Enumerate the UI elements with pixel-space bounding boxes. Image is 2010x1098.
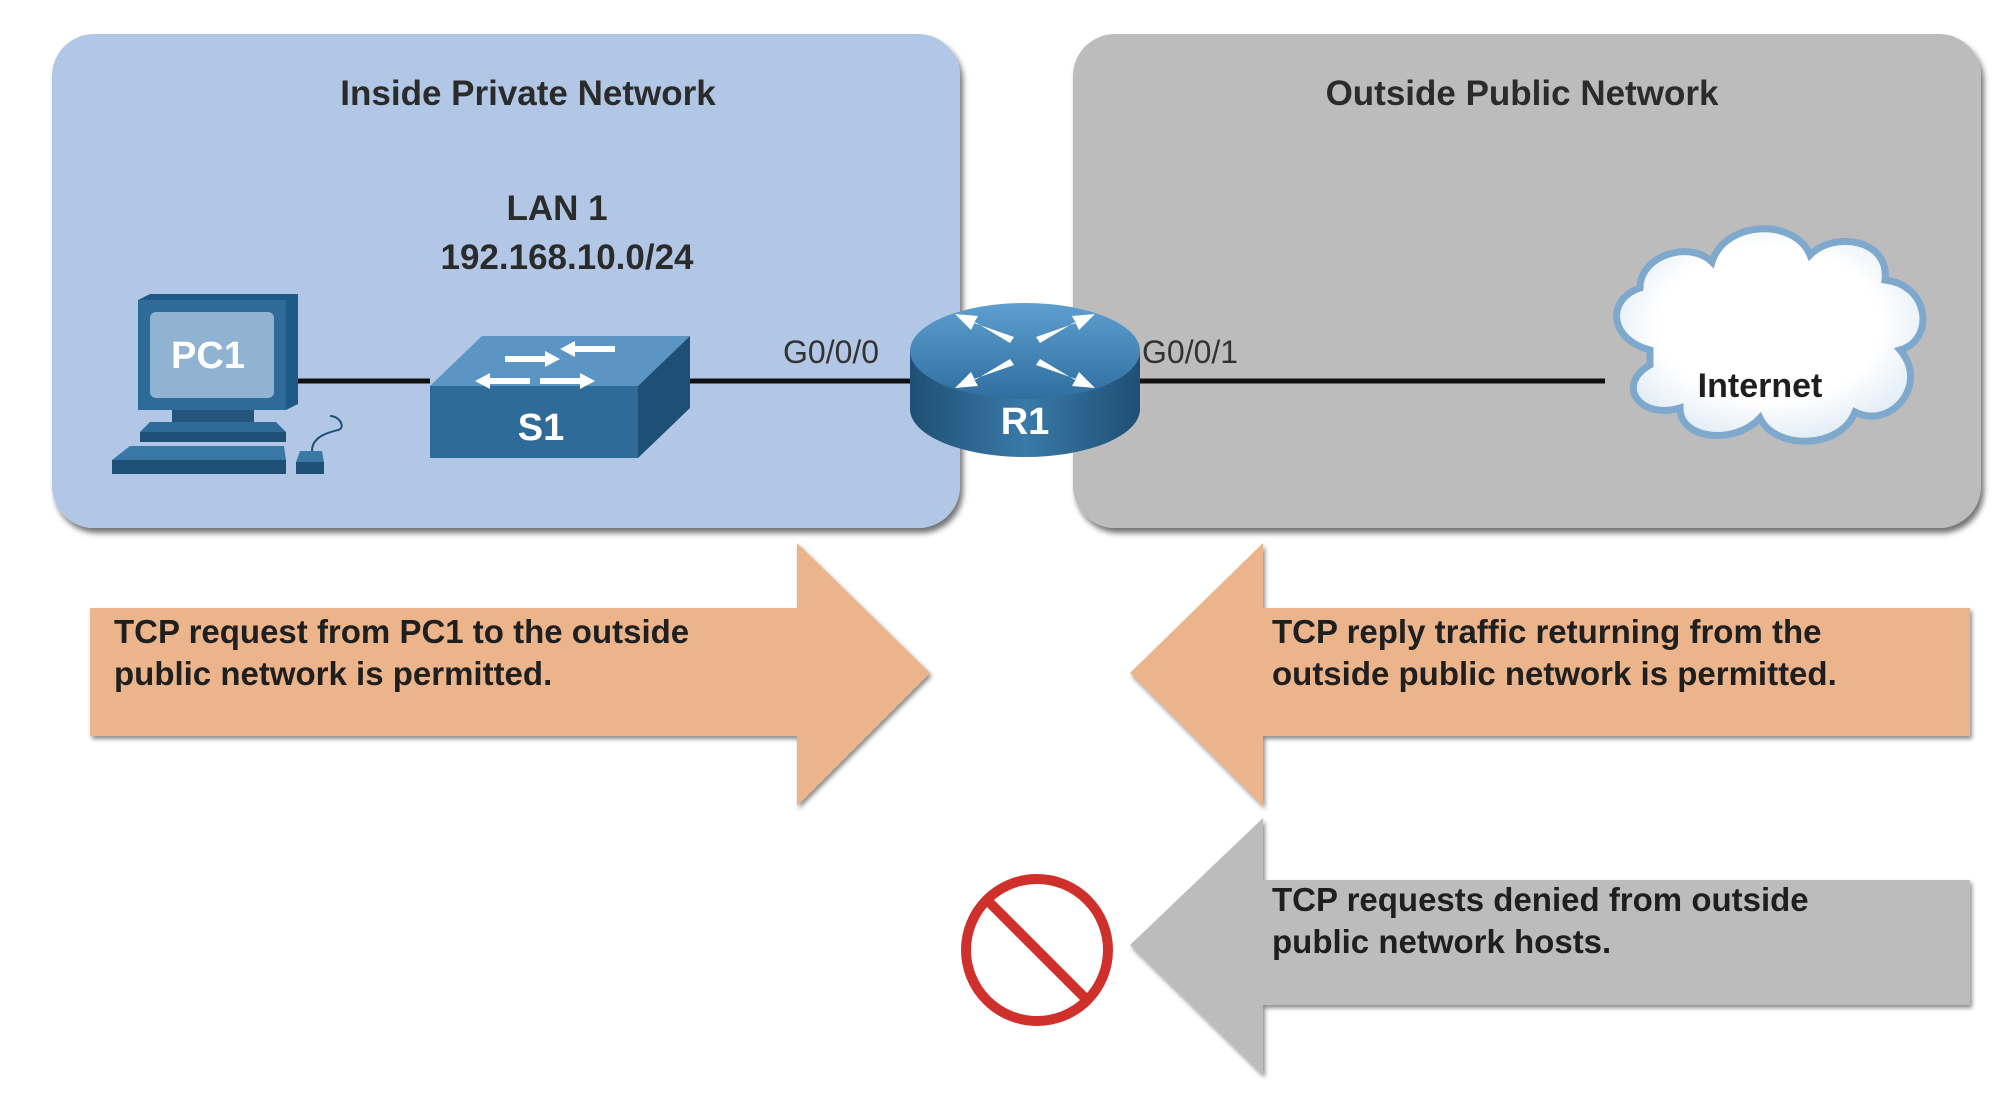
inside-zone-title: Inside Private Network: [340, 74, 716, 113]
switch-icon: S1: [430, 336, 690, 458]
cloud-icon: Internet: [1613, 225, 1927, 445]
interface-label-left: G0/0/0: [783, 334, 879, 370]
outside-zone-title: Outside Public Network: [1326, 74, 1719, 113]
lan-subnet: 192.168.10.0/24: [440, 238, 694, 277]
denied-line-1: TCP requests denied from outside: [1272, 881, 1809, 918]
reply-arrow-text: TCP reply traffic returning from the out…: [1272, 613, 1837, 692]
pc-label: PC1: [171, 335, 245, 377]
denied-request-arrow: TCP requests denied from outside public …: [1130, 818, 1970, 1075]
router-label: R1: [1001, 401, 1050, 443]
denied-line-2: public network hosts.: [1272, 923, 1611, 960]
prohibited-icon: [961, 874, 1113, 1026]
outbound-arrow-text: TCP request from PC1 to the outside publ…: [114, 613, 698, 692]
reply-permitted-arrow: TCP reply traffic returning from the out…: [1130, 543, 1970, 806]
pc-icon: PC1: [112, 294, 343, 474]
interface-label-right: G0/0/1: [1142, 334, 1238, 370]
switch-label: S1: [518, 407, 564, 449]
outbound-line-1: TCP request from PC1 to the outside: [114, 613, 689, 650]
outbound-line-2: public network is permitted.: [114, 655, 552, 692]
router-icon: R1: [910, 303, 1140, 457]
outbound-permitted-arrow: TCP request from PC1 to the outside publ…: [90, 543, 930, 806]
reply-line-1: TCP reply traffic returning from the: [1272, 613, 1821, 650]
lan-name: LAN 1: [506, 189, 607, 228]
cloud-label: Internet: [1698, 367, 1823, 405]
reply-line-2: outside public network is permitted.: [1272, 655, 1837, 692]
denied-arrow-text: TCP requests denied from outside public …: [1272, 881, 1818, 960]
